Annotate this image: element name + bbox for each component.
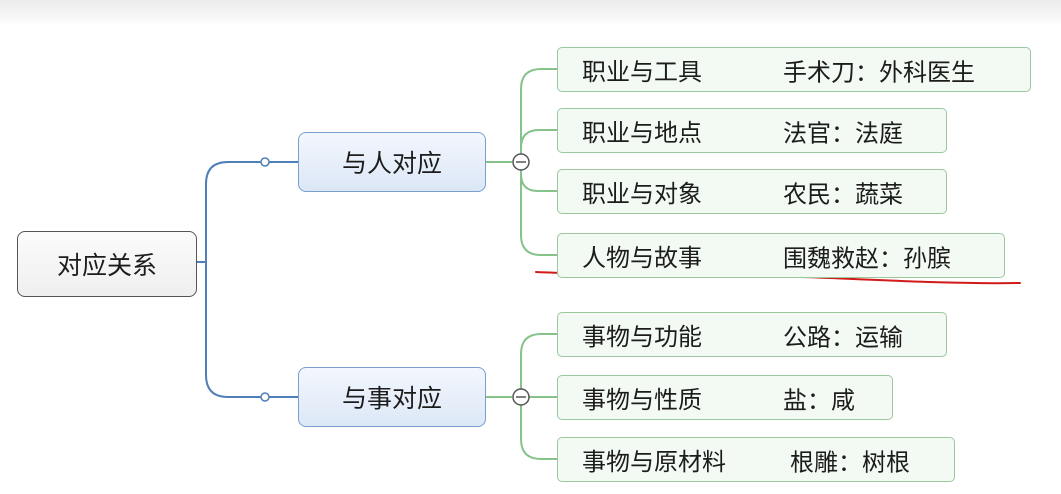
collapse-toggle-1 [512, 153, 530, 171]
root-node[interactable]: 对应关系 [17, 231, 197, 297]
leaf-example: 公路：运输 [783, 323, 903, 351]
leaf-node-occupation-tool[interactable]: 职业与工具 手术刀：外科医生 [557, 47, 1031, 92]
connector-root-to-branch-2 [197, 261, 298, 398]
branch-node-person[interactable]: 与人对应 [298, 132, 486, 192]
branch-node-thing[interactable]: 与事对应 [298, 367, 486, 427]
branch-node-label: 与事对应 [341, 384, 442, 413]
leaf-category: 职业与工具 [582, 58, 702, 86]
leaf-node-thing-material[interactable]: 事物与原材料 根雕：树根 [557, 437, 955, 482]
collapse-toggle-2 [512, 388, 530, 406]
leaf-example: 农民：蔬菜 [783, 180, 903, 208]
branch-node-label: 与人对应 [341, 149, 442, 178]
connector-root-to-branch-1 [197, 161, 298, 263]
leaf-example: 手术刀：外科医生 [783, 58, 975, 86]
connector-leaf-1-2 [520, 129, 557, 162]
leaf-category: 事物与性质 [582, 386, 702, 414]
leaf-category: 职业与地点 [582, 119, 702, 147]
leaf-category: 人物与故事 [582, 244, 702, 272]
window-top-bar [0, 0, 1061, 26]
connector-leaf-2-1 [520, 333, 557, 397]
connector-leaf-1-4 [520, 162, 557, 256]
root-node-label: 对应关系 [56, 251, 157, 280]
connector-leaf-2-3 [520, 397, 557, 460]
branch-1-junction [260, 157, 270, 167]
leaf-category: 事物与功能 [582, 323, 702, 351]
leaf-example: 法官：法庭 [783, 119, 903, 147]
connector-leaf-1-1 [520, 68, 557, 162]
branch-2-junction [260, 392, 270, 402]
leaf-node-occupation-place[interactable]: 职业与地点 法官：法庭 [557, 108, 947, 153]
leaf-node-occupation-object[interactable]: 职业与对象 农民：蔬菜 [557, 169, 947, 214]
leaf-example: 盐：咸 [783, 386, 855, 414]
leaf-node-person-story[interactable]: 人物与故事 围魏救赵：孙膑 [557, 233, 1005, 278]
leaf-example: 围魏救赵：孙膑 [783, 244, 951, 272]
leaf-example: 根雕：树根 [790, 448, 910, 476]
leaf-category: 职业与对象 [582, 180, 702, 208]
leaf-node-thing-function[interactable]: 事物与功能 公路：运输 [557, 312, 947, 357]
leaf-category: 事物与原材料 [582, 448, 726, 476]
leaf-node-thing-property[interactable]: 事物与性质 盐：咸 [557, 375, 893, 420]
